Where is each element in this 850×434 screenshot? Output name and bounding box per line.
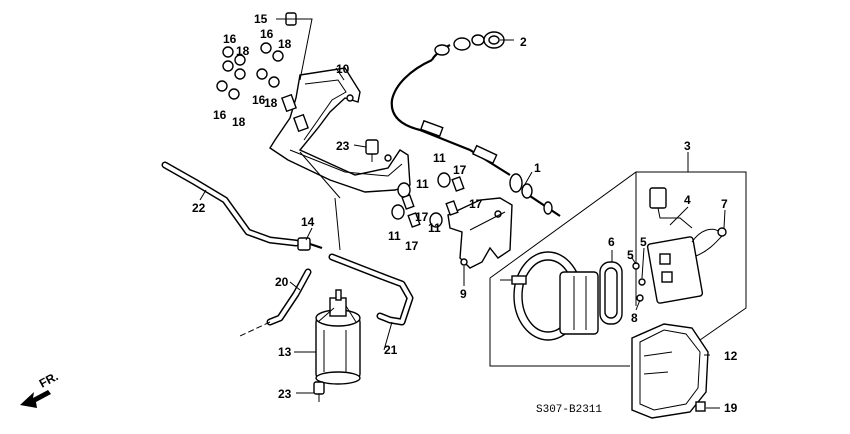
callout-20: 20	[275, 275, 289, 289]
callout-14: 14	[301, 215, 315, 229]
actuator-assembly-part-3	[489, 171, 747, 367]
callout-11: 11	[433, 151, 446, 165]
callout-3: 3	[684, 139, 691, 153]
cover-part-12	[631, 323, 709, 419]
fastener-cluster	[216, 12, 465, 228]
callout-18: 18	[278, 37, 292, 51]
callout-7: 7	[721, 197, 728, 211]
washers-part-5-8	[632, 262, 646, 302]
callout-10: 10	[336, 62, 350, 76]
front-direction-label: FR.	[37, 369, 61, 390]
callout-18: 18	[232, 115, 246, 129]
canister-part-13	[313, 289, 361, 402]
callout-4: 4	[684, 193, 691, 207]
callout-21: 21	[384, 343, 398, 357]
callout-2: 2	[520, 35, 527, 49]
actuator-body	[500, 251, 599, 341]
callout-17: 17	[415, 210, 429, 224]
callout-16: 16	[223, 32, 237, 46]
callout-11: 11	[388, 229, 401, 243]
hose-part-20	[239, 268, 312, 337]
callout-5: 5	[627, 248, 634, 262]
front-direction-arrow-icon	[20, 390, 51, 408]
callout-19: 19	[724, 401, 738, 415]
callout-11: 11	[428, 221, 441, 235]
bracket-part-9	[447, 197, 513, 269]
callout-16: 16	[213, 108, 227, 122]
callout-1: 1	[534, 161, 541, 175]
cable-part-1	[390, 34, 561, 217]
callout-9: 9	[460, 287, 467, 301]
callout-18: 18	[236, 44, 250, 58]
callout-16: 16	[260, 27, 274, 41]
grommet-part-2	[483, 31, 505, 49]
callout-8: 8	[631, 311, 638, 325]
bracket-part-10	[269, 67, 411, 193]
callout-17: 17	[469, 197, 483, 211]
check-valve-part-14	[297, 237, 323, 251]
gasket-part-6	[599, 261, 623, 325]
callout-22: 22	[192, 201, 206, 215]
diagram-code: S307-B2311	[536, 404, 602, 416]
callout-5: 5	[640, 235, 647, 249]
hose-part-22	[161, 161, 300, 247]
callout-11: 11	[416, 177, 429, 191]
callout-13: 13	[278, 345, 292, 359]
callout-15: 15	[254, 12, 268, 26]
callout-17: 17	[453, 163, 467, 177]
callout-23: 23	[336, 139, 350, 153]
callout-12: 12	[724, 349, 738, 363]
callout-6: 6	[608, 235, 615, 249]
leader-lines	[199, 18, 726, 409]
callout-17: 17	[405, 239, 419, 253]
control-unit-part-4	[646, 187, 727, 304]
hose-part-21	[328, 253, 414, 326]
callout-16: 16	[252, 93, 266, 107]
callout-23: 23	[278, 387, 292, 401]
callout-18: 18	[264, 96, 278, 110]
